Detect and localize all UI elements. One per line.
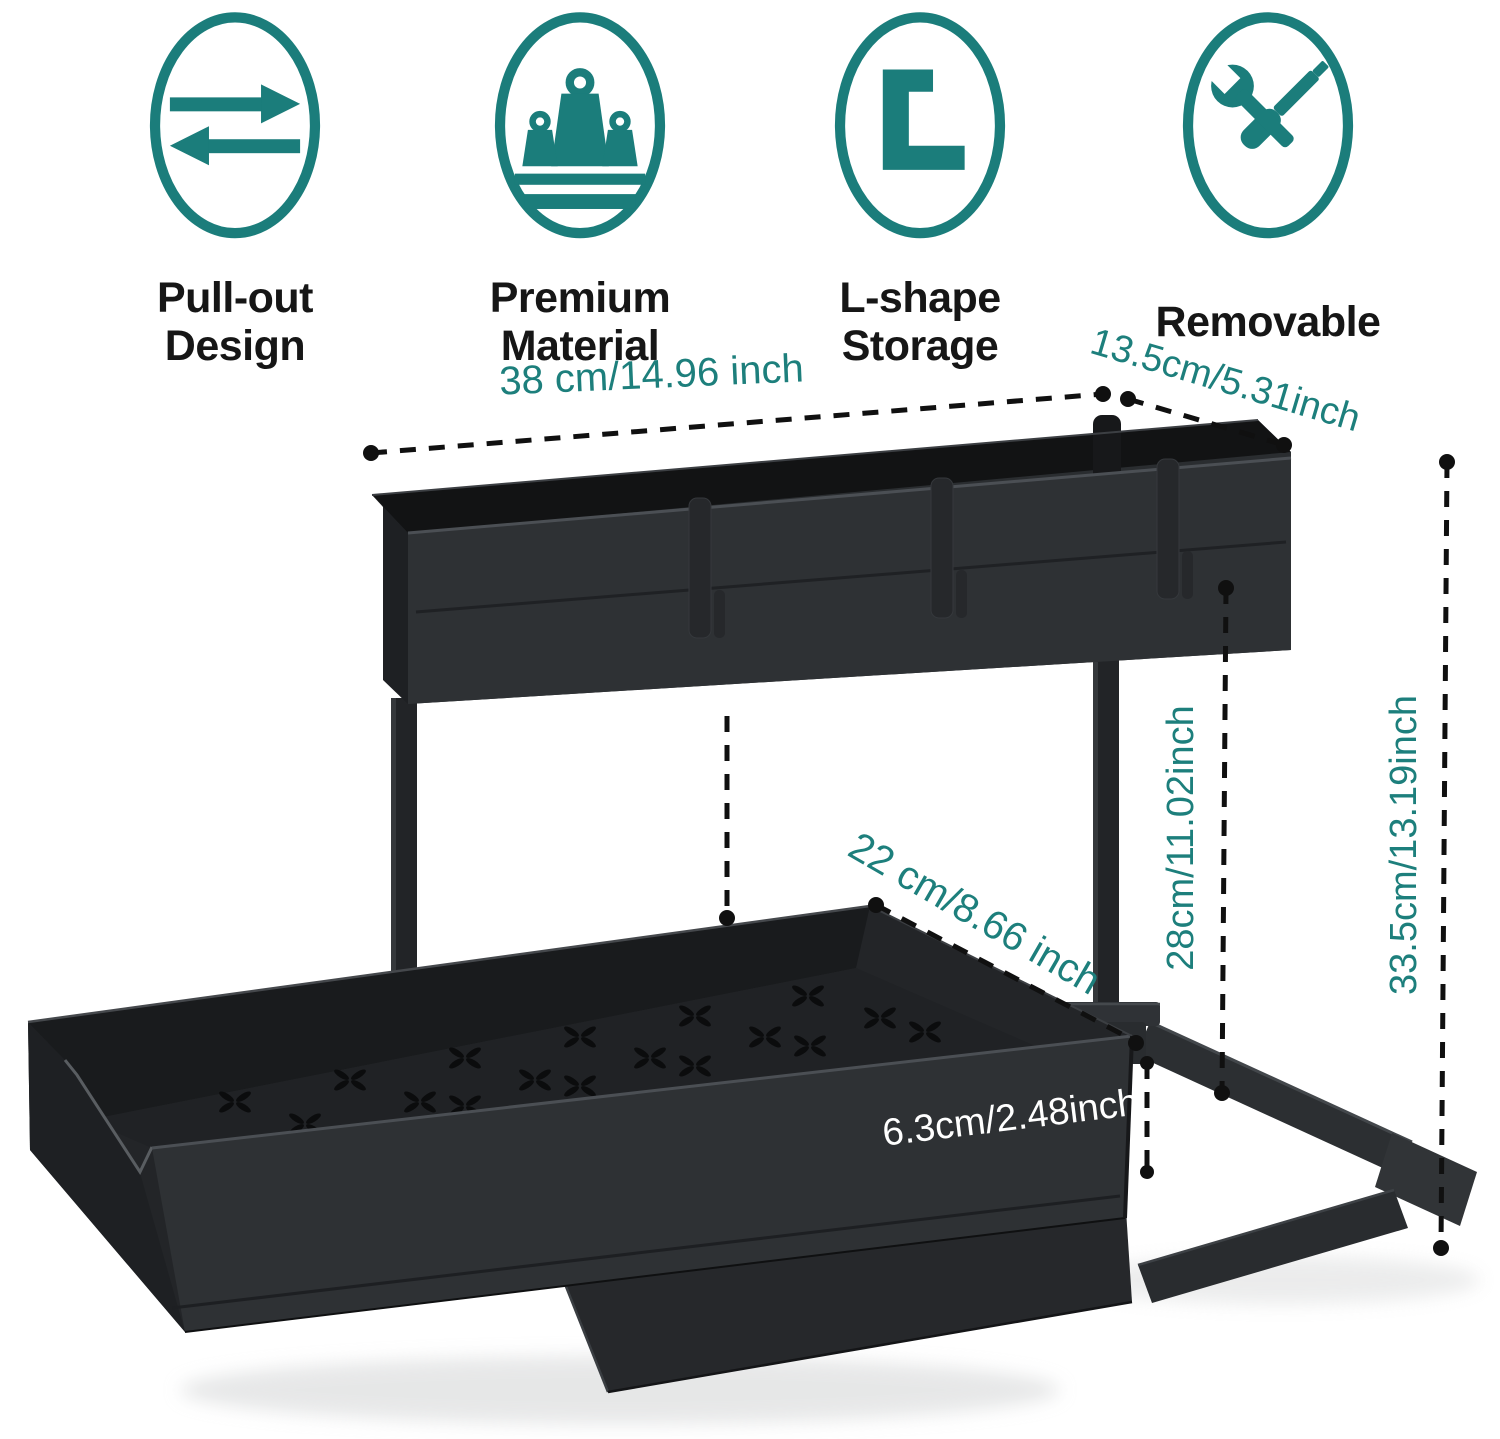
slide-frame bbox=[1136, 1020, 1477, 1303]
feature-label: Premium Material bbox=[490, 268, 671, 376]
l-shape-icon bbox=[834, 12, 1006, 239]
feature-label-line2: Storage bbox=[841, 322, 999, 370]
feature-premium-material: Premium Material bbox=[460, 8, 700, 376]
basket-hook bbox=[930, 477, 967, 619]
crossed-tools-icon bbox=[1182, 12, 1354, 239]
under-tray-slider bbox=[563, 1210, 1133, 1394]
dimension-drop-line bbox=[719, 716, 735, 926]
feature-l-shape-storage: L-shape Storage bbox=[800, 8, 1040, 376]
frame-far-bar bbox=[1136, 1022, 1412, 1175]
feature-label-line1: Pull-out bbox=[156, 273, 314, 322]
basket-hooks bbox=[688, 458, 1193, 639]
pull-out-arrows-icon bbox=[149, 12, 321, 239]
frame-near-bar bbox=[1138, 1190, 1408, 1303]
feature-label-line2: Design bbox=[164, 322, 306, 370]
feature-label: Pull-out Design bbox=[156, 268, 314, 376]
dimension-label-upper-tier-height: 28cm/11.02inch bbox=[1160, 705, 1202, 970]
feature-removable: Removable bbox=[1148, 8, 1388, 376]
feature-label-line1: L-shape bbox=[839, 273, 1001, 322]
tray-groove bbox=[171, 1194, 1121, 1310]
basket-hook bbox=[688, 497, 725, 639]
dimension-label-top-width: 38 cm/14.96 inch bbox=[498, 346, 804, 403]
feature-label-line1: Removable bbox=[1155, 297, 1381, 346]
feature-pull-out-design: Pull-out Design bbox=[115, 8, 355, 376]
feature-label-line2: Material bbox=[500, 322, 660, 370]
basket-interior bbox=[372, 420, 1291, 533]
left-support-pole bbox=[391, 698, 417, 1014]
basket-front-face bbox=[408, 458, 1291, 704]
dimension-overall-height: 33.5cm/13.19inch bbox=[1383, 454, 1455, 1256]
frame-end-cap bbox=[1375, 1133, 1477, 1226]
dimension-upper-tier-height: 28cm/11.02inch bbox=[1160, 580, 1234, 1101]
basket-groove bbox=[415, 540, 1287, 614]
tray-front-face bbox=[152, 1036, 1132, 1332]
feature-label: L-shape Storage bbox=[839, 268, 1001, 376]
bottom-tray bbox=[27, 904, 1134, 1333]
basket-hook bbox=[1156, 458, 1193, 600]
dimension-label-overall-height: 33.5cm/13.19inch bbox=[1383, 695, 1425, 995]
tray-corner-notch bbox=[63, 1059, 154, 1176]
weights-icon bbox=[494, 12, 666, 239]
basket-left-face bbox=[372, 495, 408, 704]
feature-label: Removable bbox=[1156, 268, 1381, 376]
feature-label-line1: Premium bbox=[489, 273, 671, 322]
tray-left-face bbox=[28, 1022, 185, 1332]
top-basket bbox=[371, 415, 1292, 704]
tray-interior-shadow bbox=[28, 906, 870, 1120]
tray-floor bbox=[88, 968, 1095, 1148]
right-support-pole bbox=[1093, 656, 1119, 1008]
